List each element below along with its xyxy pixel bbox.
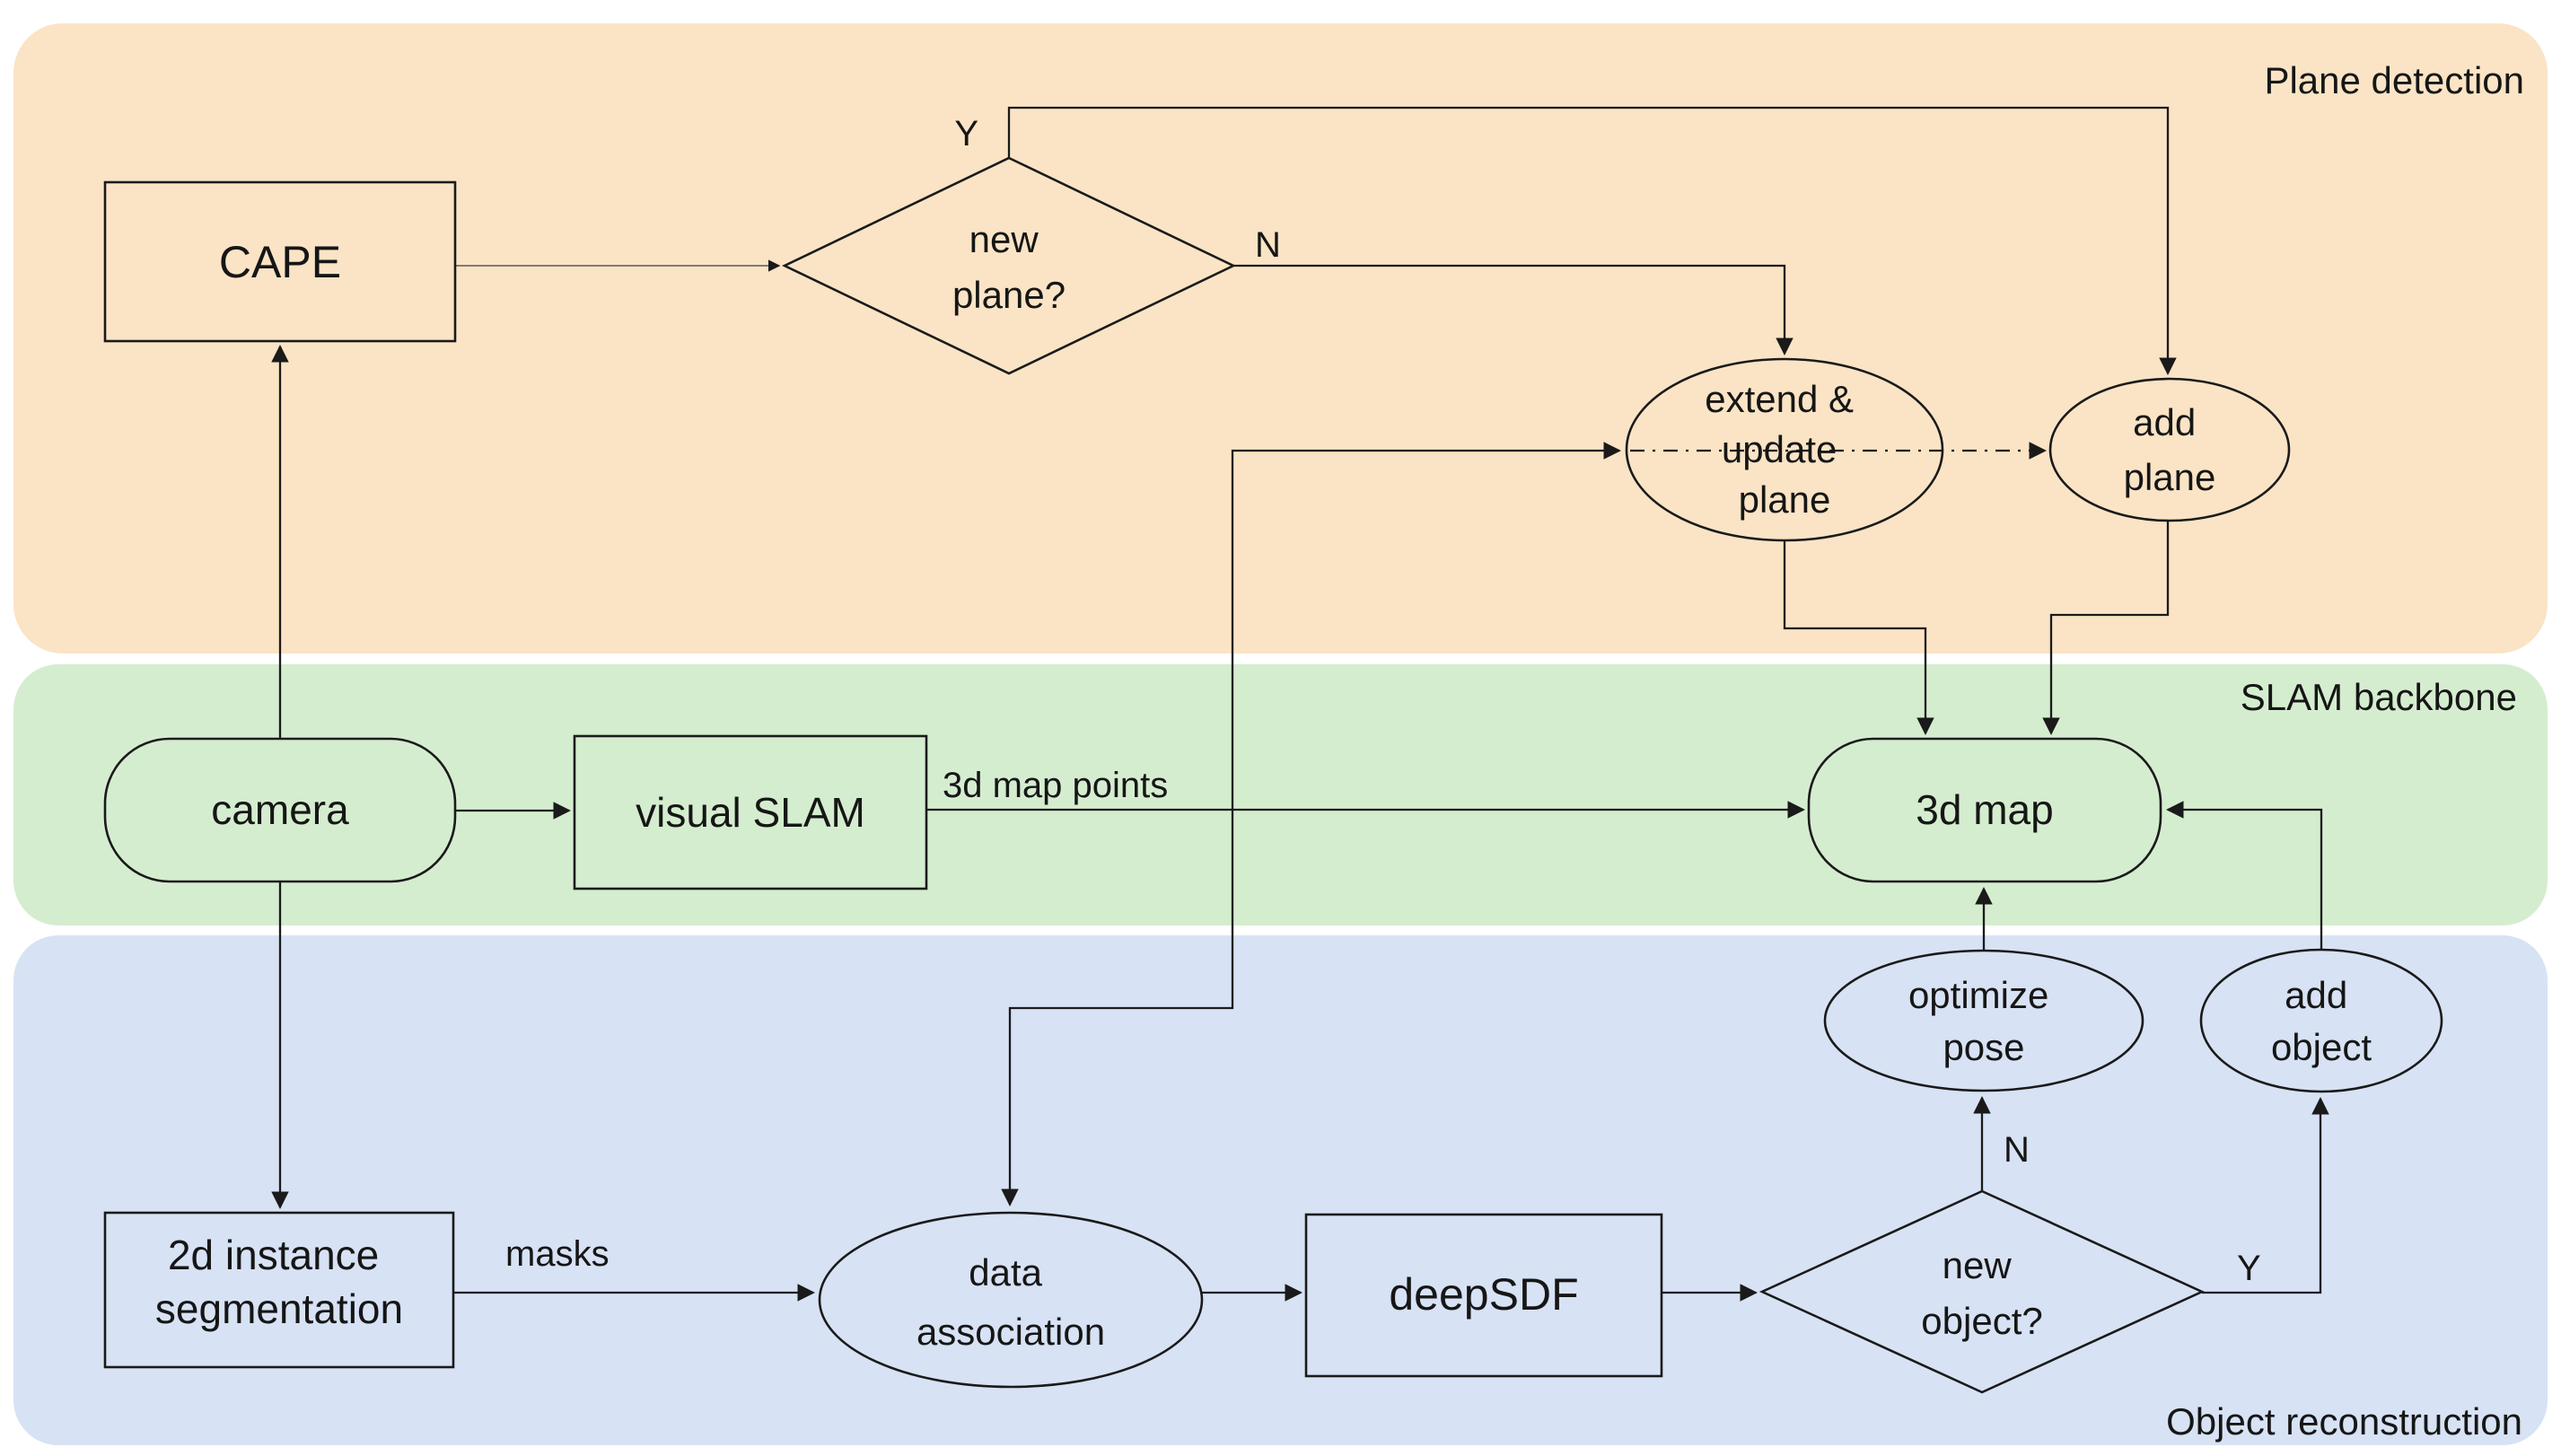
edge-newplane-yes-to-addplane	[1007, 106, 2177, 375]
label-masks: masks	[505, 1234, 610, 1274]
node-add-object: add object	[2199, 948, 2443, 1093]
band-object-reconstruction	[13, 935, 2548, 1445]
node-cape-label: CAPE	[219, 237, 341, 287]
node-deepsdf: deepSDF	[1304, 1213, 1663, 1378]
node-camera: camera	[103, 737, 457, 883]
node-new-object-line2: object?	[1921, 1300, 2042, 1342]
node-optimize-pose-line1: optimize	[1908, 974, 2048, 1016]
node-optimize-pose: optimize pose	[1823, 949, 2144, 1092]
node-3d-map: 3d map	[1807, 737, 2162, 883]
svg-text:add plane: add plane	[2124, 401, 2216, 498]
node-visual-slam: visual SLAM	[573, 734, 928, 890]
node-3d-map-label: 3d map	[1916, 786, 2053, 833]
node-visual-slam-label: visual SLAM	[636, 789, 865, 836]
edge-riser-to-extendupdate	[1231, 442, 1621, 810]
node-new-plane-line2: plane?	[952, 274, 1066, 316]
svg-text:new object?: new object?	[1921, 1244, 2042, 1342]
node-add-object-line1: add	[2285, 974, 2347, 1016]
node-cape: CAPE	[103, 180, 457, 343]
svg-text:data association: data association	[917, 1251, 1105, 1353]
node-extend-update-plane: extend & update plane	[1625, 357, 1944, 542]
node-add-object-line2: object	[2271, 1026, 2372, 1068]
svg-text:2d instance segmentation: 2d instance segmentation	[155, 1232, 403, 1332]
node-instance-seg-line1: 2d instance	[168, 1232, 379, 1278]
label-object-no: N	[2004, 1130, 2030, 1170]
svg-text:extend & update pl: extend & update plane	[1705, 378, 1864, 521]
edge-newobject-yes-to-addobject	[2202, 1097, 2329, 1294]
band-plane-detection	[13, 23, 2548, 653]
edge-addobject-to-3dmap	[2166, 801, 2323, 950]
band-slam-backbone	[13, 664, 2548, 925]
node-add-plane: add plane	[2048, 377, 2291, 522]
edge-riser-to-dataassociation	[1001, 810, 1234, 1206]
svg-text:new plane?: new plane?	[952, 218, 1066, 316]
label-object-yes: Y	[2237, 1249, 2261, 1288]
edge-newplane-no-to-extendupdate	[1233, 264, 1794, 355]
label-plane-yes: Y	[954, 114, 978, 153]
node-add-plane-line1: add	[2133, 401, 2196, 443]
node-camera-label: camera	[211, 786, 349, 833]
node-new-plane-decision: new plane?	[781, 156, 1237, 375]
label-plane-no: N	[1255, 225, 1281, 265]
node-data-association-line2: association	[917, 1311, 1105, 1353]
node-deepsdf-label: deepSDF	[1389, 1269, 1578, 1320]
svg-text:optimize pose: optimize pose	[1908, 974, 2059, 1068]
node-instance-seg-line2: segmentation	[155, 1285, 403, 1332]
band-label-plane-detection: Plane detection	[2264, 59, 2524, 101]
node-extend-update-line2: update	[1722, 428, 1837, 470]
band-label-object-reconstruction: Object reconstruction	[2166, 1400, 2522, 1443]
node-new-plane-line1: new	[969, 218, 1039, 260]
node-new-object-decision: new object?	[1758, 1189, 2206, 1394]
node-data-association: data association	[818, 1211, 1204, 1389]
node-optimize-pose-line2: pose	[1943, 1026, 2024, 1068]
node-new-object-line1: new	[1943, 1244, 2013, 1286]
svg-text:add object: add object	[2271, 974, 2372, 1068]
edge-addplane-to-3dmap	[2042, 521, 2170, 735]
label-3d-map-points: 3d map points	[943, 766, 1168, 805]
band-label-slam-backbone: SLAM backbone	[2241, 676, 2517, 718]
edge-extendupdate-to-3dmap	[1783, 540, 1934, 735]
node-add-plane-line2: plane	[2124, 456, 2216, 498]
node-data-association-line1: data	[969, 1251, 1042, 1294]
node-extend-update-line3: plane	[1739, 478, 1831, 521]
node-2d-instance-segmentation: 2d instance segmentation	[103, 1211, 455, 1369]
node-extend-update-line1: extend &	[1705, 378, 1854, 420]
